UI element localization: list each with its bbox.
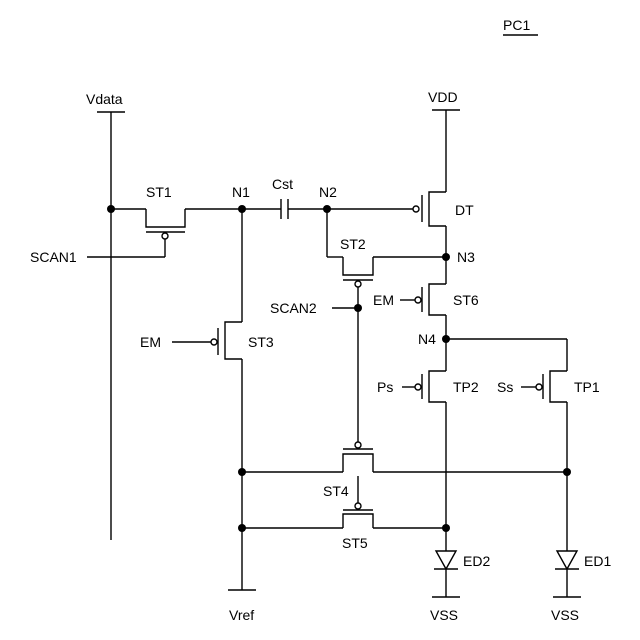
st4-label: ST4 [323, 483, 349, 499]
cst-capacitor [242, 199, 327, 219]
vdata-line [97, 112, 125, 540]
n4-to-tp1-wire [446, 339, 567, 371]
st2-label: ST2 [340, 236, 366, 252]
ed2-diode [432, 551, 460, 597]
n4-label: N4 [418, 331, 436, 347]
vref-label: Vref [229, 607, 254, 623]
st1-label: ST1 [146, 184, 172, 200]
st5-label: ST5 [342, 535, 368, 551]
tp1-transistor [521, 371, 567, 551]
tp1-label: TP1 [574, 379, 600, 395]
st6-transistor [400, 257, 446, 339]
st4-transistor [242, 442, 567, 472]
n1-label: N1 [232, 184, 250, 200]
vss-label-2: VSS [551, 607, 579, 623]
st4-ed1-node [563, 468, 571, 476]
vss-label-1: VSS [430, 607, 458, 623]
st5-vref-node [238, 524, 246, 532]
st6-em-label: EM [373, 292, 394, 308]
figure-label: PC1 [503, 17, 530, 33]
st5-ed2-node [442, 524, 450, 532]
scan2-line [332, 287, 358, 448]
dt-label: DT [455, 202, 474, 218]
st3-em-label: EM [140, 334, 161, 350]
ed2-label: ED2 [463, 553, 490, 569]
tp2-transistor [402, 339, 446, 551]
st6-label: ST6 [453, 292, 479, 308]
st3-label: ST3 [248, 334, 274, 350]
ss-label: Ss [497, 379, 513, 395]
vdd-line [432, 110, 460, 192]
n3-label: N3 [457, 249, 475, 265]
cst-label: Cst [272, 176, 293, 192]
n2-label: N2 [319, 184, 337, 200]
scan1-label: SCAN1 [30, 249, 77, 265]
vdata-st1-junction [107, 205, 115, 213]
vdata-label: Vdata [86, 91, 123, 107]
ps-label: Ps [377, 379, 393, 395]
scan2-label: SCAN2 [270, 300, 317, 316]
ed1-label: ED1 [584, 553, 611, 569]
ed1-diode [553, 551, 581, 597]
vdd-label: VDD [428, 89, 458, 105]
st4-vref-node [238, 468, 246, 476]
scan2-node [354, 304, 362, 312]
st1-transistor [87, 209, 242, 257]
tp2-label: TP2 [453, 379, 479, 395]
st3-transistor [172, 322, 256, 590]
